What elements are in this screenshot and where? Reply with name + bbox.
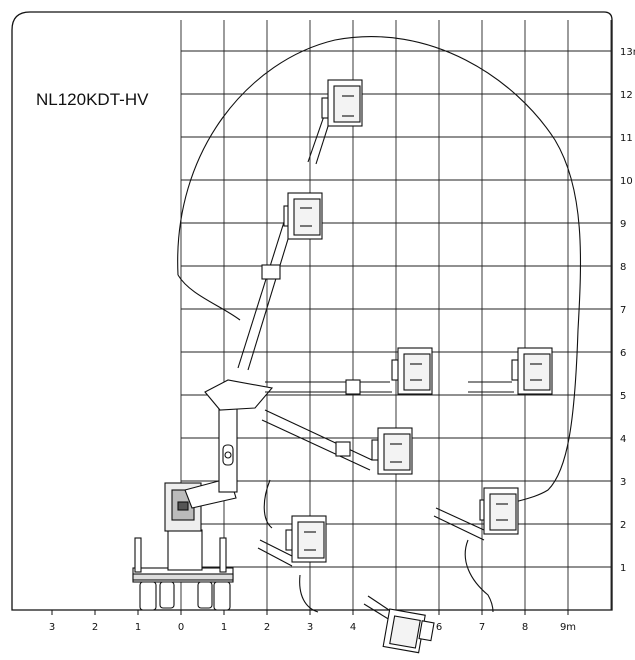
x-tick-label: 1 bbox=[221, 622, 227, 633]
turret-column bbox=[167, 529, 203, 571]
basket-top bbox=[307, 79, 363, 165]
y-tick-label: 7 bbox=[620, 305, 626, 316]
x-tick-label: 2 bbox=[92, 622, 98, 633]
x-tick-label: 9m bbox=[560, 622, 576, 633]
envelope-bottom-curve bbox=[299, 574, 319, 613]
envelope-lower-curve bbox=[263, 479, 273, 529]
y-tick-label: 12 bbox=[620, 90, 633, 101]
y-tick-label: 6 bbox=[620, 348, 626, 359]
model-name: NL120KDT-HV bbox=[36, 90, 149, 109]
wheel-left-rear bbox=[139, 581, 157, 611]
basket-upper bbox=[237, 192, 323, 371]
wheel-right-rear bbox=[213, 581, 231, 611]
y-tick-label: 13m bbox=[620, 47, 635, 58]
envelope-right-lower bbox=[464, 539, 494, 613]
x-axis-ticks: 3 2 1 0 1 2 3 4 6 7 8 9m bbox=[49, 610, 576, 633]
basket-low-right bbox=[433, 487, 519, 541]
x-tick-label: 3 bbox=[307, 622, 313, 633]
x-tick-label: 8 bbox=[522, 622, 528, 633]
wheel-left-front bbox=[159, 581, 175, 609]
wheel-right-front bbox=[197, 581, 213, 609]
y-tick-label: 2 bbox=[620, 520, 626, 531]
y-tick-label: 9 bbox=[620, 219, 626, 230]
outrigger-left bbox=[134, 537, 142, 573]
y-tick-label: 1 bbox=[620, 563, 626, 574]
x-tick-label: 6 bbox=[436, 622, 442, 633]
grid bbox=[180, 20, 612, 610]
y-tick-label: 3 bbox=[620, 477, 626, 488]
x-tick-label: 2 bbox=[264, 622, 270, 633]
x-tick-label: 0 bbox=[178, 622, 184, 633]
basket-horizontal-extended bbox=[468, 347, 553, 395]
y-tick-label: 5 bbox=[620, 391, 626, 402]
working-envelope-inner bbox=[177, 274, 241, 321]
basket-mid-lower bbox=[261, 409, 413, 475]
basket-horizontal bbox=[265, 347, 433, 395]
basket-low-left bbox=[257, 515, 327, 567]
y-tick-label: 4 bbox=[620, 434, 626, 445]
diagram-frame bbox=[11, 11, 613, 611]
x-tick-label: 1 bbox=[135, 622, 141, 633]
x-tick-label: 4 bbox=[350, 622, 356, 633]
working-envelope-outline bbox=[177, 36, 582, 506]
basket-below-ground bbox=[363, 595, 435, 654]
y-tick-label: 10 bbox=[620, 176, 633, 187]
outrigger-right bbox=[219, 537, 227, 573]
y-tick-label: 11 bbox=[620, 133, 633, 144]
x-tick-label: 7 bbox=[479, 622, 485, 633]
y-tick-label: 8 bbox=[620, 262, 626, 273]
x-tick-label: 3 bbox=[49, 622, 55, 633]
lower-boom bbox=[184, 379, 274, 509]
y-axis-ticks: 12345678910111213m bbox=[620, 47, 635, 574]
